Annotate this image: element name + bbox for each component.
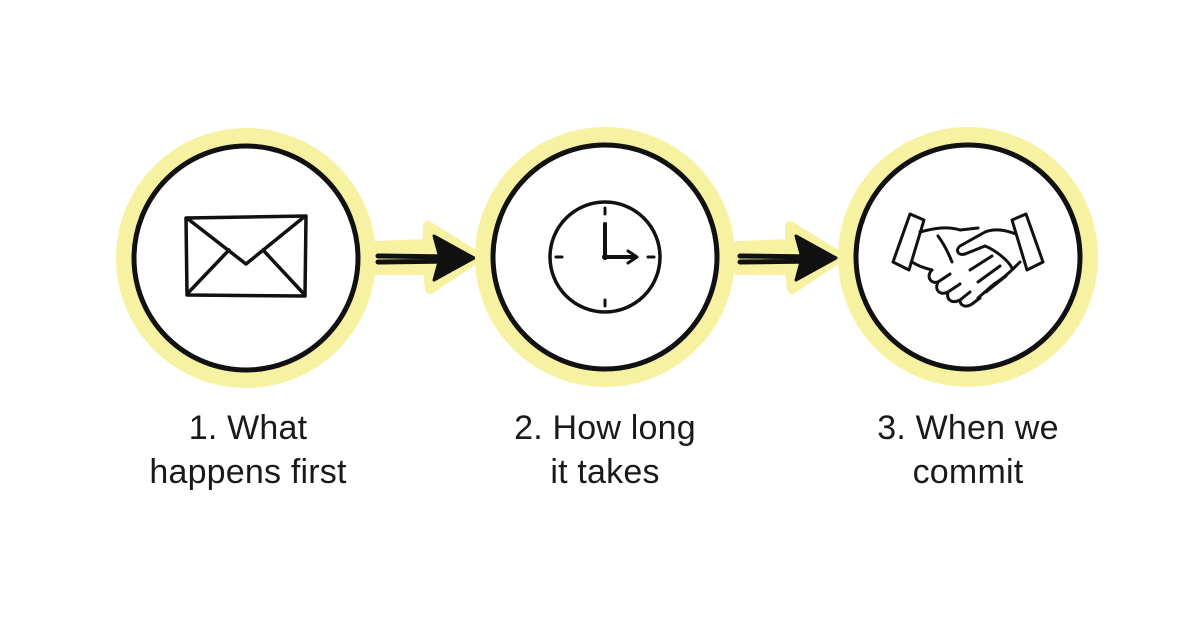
step-1-label-line2: happens first: [149, 453, 347, 491]
step-1-label: 1. What happens first: [98, 406, 398, 494]
step-2-circle: [490, 142, 720, 372]
step-1-label-line1: 1. What: [188, 409, 308, 447]
step-1-highlight: [116, 128, 376, 388]
step-2-label-line1: 2. How long: [514, 409, 696, 447]
step-1: [116, 128, 376, 388]
arrow-1-head: [432, 234, 476, 282]
handshake-icon: [891, 212, 1045, 308]
step-2: [475, 127, 735, 387]
step-2-label-line2: it takes: [550, 453, 660, 491]
step-2-label: 2. How long it takes: [455, 406, 755, 494]
arrow-2: [733, 221, 845, 294]
arrow-2-head: [794, 234, 838, 282]
step-3: [838, 127, 1098, 387]
step-2-highlight: [475, 127, 735, 387]
arrow-1: [371, 221, 483, 294]
envelope-icon: [184, 214, 308, 298]
step-1-circle: [131, 143, 361, 373]
step-3-label-line2: commit: [912, 453, 1024, 491]
step-3-label: 3. When we commit: [818, 406, 1118, 494]
step-3-label-line1: 3. When we: [877, 409, 1059, 447]
clock-icon: [548, 200, 662, 314]
step-3-highlight: [838, 127, 1098, 387]
step-3-circle: [853, 142, 1083, 372]
